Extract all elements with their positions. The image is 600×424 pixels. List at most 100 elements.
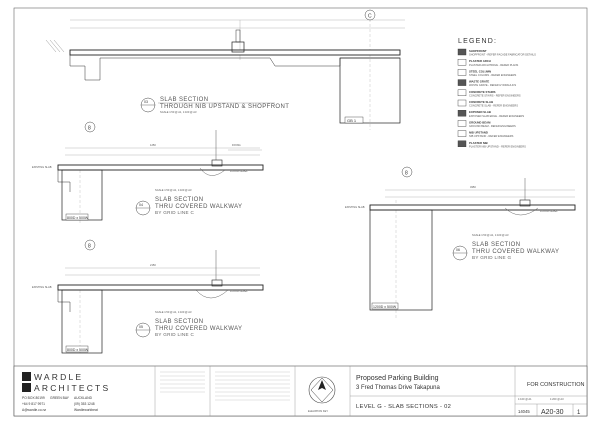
company-email: A@wardle.co.nz: [22, 408, 46, 412]
section-06-grid-label: 8: [405, 171, 408, 177]
legend-item-text: WASTE GRATE - REFER HYDRAULICS: [469, 83, 516, 87]
section-06-floor-level: FLOOR LEVEL: [540, 209, 558, 213]
section-03-ground-beam: [339, 57, 401, 124]
section-04-existing-slab: EXISTING SLAB: [32, 165, 52, 169]
job-number: 14045: [518, 409, 530, 414]
section-06-beam-label: 1200D x 500W: [373, 305, 397, 309]
section-05-gridline: BY GRID LINE C: [155, 332, 194, 337]
company-logo-mark-a: [22, 383, 31, 392]
legend-item-code: PLASTER NIB: [469, 141, 488, 145]
legend-title: LEGEND:: [458, 38, 497, 45]
section-05-grid-label: 8: [88, 244, 91, 250]
legend-item-text: PLASTER NIB UPSTAND - REFER ENGINEERS: [469, 144, 526, 148]
legend-item-text: STEEL COLUMN - REFER ENGINEERS: [469, 73, 516, 77]
sheet-title: LEVEL G - SLAB SECTIONS - 02: [356, 404, 451, 410]
legend-item-code: CONCRETE STAIRS: [469, 90, 496, 94]
company-name-line1: WARDLE: [34, 372, 83, 382]
company-web: Wardleworkbeat: [74, 408, 98, 412]
company-fax: (09) 353 1248: [74, 402, 95, 406]
drawing-number: A20-30: [541, 409, 564, 416]
legend-swatch: [457, 109, 467, 117]
section-04-floor-level: FLOOR LEVEL: [230, 169, 248, 173]
section-04-ground-beam: [61, 169, 103, 221]
revision-number: 1: [577, 410, 581, 416]
section-03-number: 03: [144, 100, 148, 104]
company-name-line2: ARCHITECTS: [34, 383, 110, 393]
legend-item-code: NIB UPSTAND: [469, 131, 488, 135]
legend-item-text: PLASTER ARCHITRAVE - REFER PLANS: [469, 63, 519, 67]
legend-swatch: [457, 79, 467, 86]
section-04-scale: SCALE 1:50 @ A1, 1:100 @ A3: [155, 188, 192, 192]
section-06-scale: SCALE 1:50 @ A1, 1:100 @ A3: [472, 233, 509, 237]
section-06-gridline: BY GRID LINE G: [472, 255, 511, 260]
legend-item-text: CONCRETE STAIRS - REFER ENGINEERS: [469, 93, 521, 97]
legend-item-code: SHOPFRONT: [469, 49, 487, 53]
legend-item-code: CONCRETE SLAB: [469, 100, 493, 104]
section-06-slab: [369, 204, 576, 211]
legend-swatch: [457, 59, 467, 66]
elevation-key-icon: ELEVATION KEY: [308, 376, 336, 413]
section-03-beam-label: GB 1: [347, 118, 357, 123]
section-05-ground-beam: [61, 289, 103, 354]
section-04-beam-label: 800D x 500W: [67, 216, 89, 220]
status-label: FOR CONSTRUCTION: [527, 382, 584, 388]
section-05-existing-slab: EXISTING SLAB: [32, 285, 52, 289]
section-06: 8 1200D x 500W FLOOR LEVEL EXISTING SLAB…: [345, 166, 576, 320]
legend-item-text: GROUND BEAM - REFER ENGINEERS: [469, 124, 516, 128]
company-phone: +64 9 817 9971: [22, 402, 45, 406]
section-03-grid-label: C: [368, 14, 372, 20]
section-05: 8 800D x 500W FLOOR LEVEL EXISTING SLAB …: [32, 239, 264, 355]
scale-2: 1:200 @ A3: [550, 397, 564, 401]
section-05-floor-level: FLOOR LEVEL: [230, 289, 248, 293]
section-04-number: 04: [139, 203, 143, 207]
section-06-existing-slab: EXISTING SLAB: [345, 205, 365, 209]
section-06-title: SLAB SECTION: [472, 242, 520, 248]
section-05-title: SLAB SECTION: [155, 319, 203, 325]
section-06-subtitle: THRU COVERED WALKWAY: [472, 249, 559, 255]
section-06-number: 06: [456, 248, 460, 252]
company-address-1: PO BOX 80199: [22, 396, 45, 400]
legend-item-text: EXPOSED SLAB EDGE - REFER ENGINEERS: [469, 114, 524, 118]
legend-item-text: SHOPFRONT - REFER FACADE FABRICATOR DETA…: [469, 53, 536, 57]
project-address: 3 Fred Thomas Drive Takapuna: [356, 385, 440, 391]
section-03-subtitle: THROUGH NIB UPSTAND & SHOPFRONT: [160, 104, 289, 110]
section-03-slab: [69, 49, 401, 56]
section-06-ground-beam: [369, 209, 433, 311]
legend-swatch: [457, 140, 467, 148]
section-05-dim-1: 2150: [150, 263, 156, 267]
elevation-key-label: ELEVATION KEY: [308, 409, 328, 413]
legend-swatch: [457, 99, 467, 107]
section-04: 8 800D x 500W FIXING FLOOR LEVEL EXISTIN…: [32, 121, 264, 225]
section-05-beam-label: 800D x 500W: [67, 348, 89, 352]
section-05-slab: [57, 284, 264, 291]
section-04-slab: [57, 164, 264, 171]
section-05-scale: SCALE 1:50 @ A1, 1:100 @ A3: [155, 310, 192, 314]
section-04-fixing-note: FIXING: [232, 143, 241, 147]
legend-item-code: EXPOSED SLAB: [469, 110, 491, 114]
legend-item-text: CONCRETE SLAB - REFER ENGINEERS: [469, 104, 518, 108]
section-03: GB 1 C 03 SLAB SECTION THROUGH NIB UPSTA…: [45, 9, 405, 130]
legend-item-code: WASTE GRATE: [469, 80, 489, 84]
legend-swatch: [457, 69, 467, 76]
section-04-title: SLAB SECTION: [155, 197, 203, 203]
legend-item-text: NIB UPSTAND - REFER ENGINEERS: [469, 134, 514, 138]
scale-1: 1:100 @ A1: [518, 397, 532, 401]
section-03-scale: SCALE 1:50 @ A1, 1:100 @ A3: [160, 110, 197, 114]
section-03-title: SLAB SECTION: [160, 97, 208, 103]
legend-swatch: [457, 120, 467, 127]
legend-item-code: STEEL COLUMN: [469, 69, 491, 73]
company-logo-mark-w: [22, 372, 31, 381]
section-05-subtitle: THRU COVERED WALKWAY: [155, 326, 242, 332]
section-04-subtitle: THRU COVERED WALKWAY: [155, 204, 242, 210]
section-04-grid-label: 8: [88, 126, 91, 132]
project-name: Proposed Parking Building: [356, 375, 439, 382]
legend-swatch: [457, 89, 467, 97]
legend-item-code: GROUND BEAM: [469, 120, 491, 124]
company-address-3: AUCKLAND: [74, 396, 93, 400]
legend-swatch: [457, 130, 467, 137]
legend-item-code: PLASTER ARCH: [469, 59, 491, 63]
section-04-gridline: BY GRID LINE C: [155, 210, 194, 215]
